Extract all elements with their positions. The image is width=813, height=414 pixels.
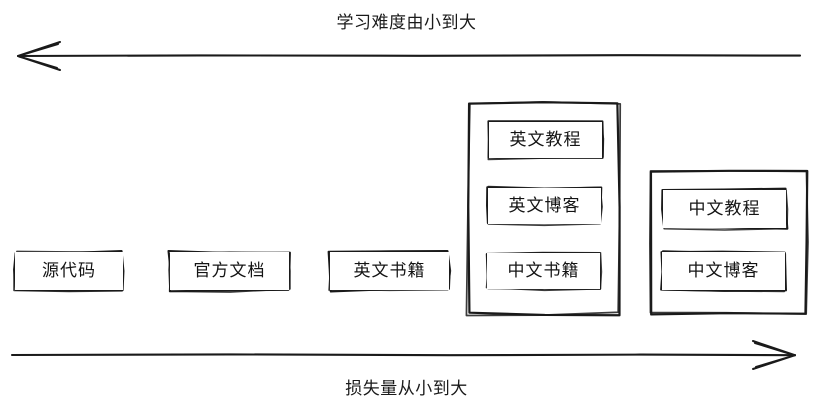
bottom-axis-arrow — [10, 340, 797, 370]
node-label: 官方文档 — [193, 260, 266, 281]
node-label: 英文书籍 — [353, 260, 426, 281]
node-english-books[interactable]: 英文书籍 — [330, 252, 449, 290]
node-label: 英文教程 — [509, 129, 582, 150]
node-label: 源代码 — [42, 260, 96, 281]
node-english-tutorial[interactable]: 英文教程 — [489, 122, 602, 158]
top-axis-arrow — [16, 41, 802, 71]
node-english-blog[interactable]: 英文博客 — [488, 188, 601, 224]
node-label: 英文博客 — [508, 195, 581, 216]
node-chinese-blog[interactable]: 中文博客 — [662, 252, 785, 290]
node-label: 中文教程 — [688, 198, 761, 219]
node-chinese-tutorial[interactable]: 中文教程 — [663, 190, 786, 228]
node-label: 中文博客 — [687, 260, 760, 281]
bottom-axis-label: 损失量从小到大 — [345, 379, 468, 399]
top-axis-label: 学习难度由小到大 — [336, 13, 477, 33]
node-source-code[interactable]: 源代码 — [15, 252, 123, 290]
node-label: 中文书籍 — [507, 260, 580, 281]
node-chinese-books[interactable]: 中文书籍 — [487, 253, 600, 289]
node-official-docs[interactable]: 官方文档 — [170, 252, 289, 290]
